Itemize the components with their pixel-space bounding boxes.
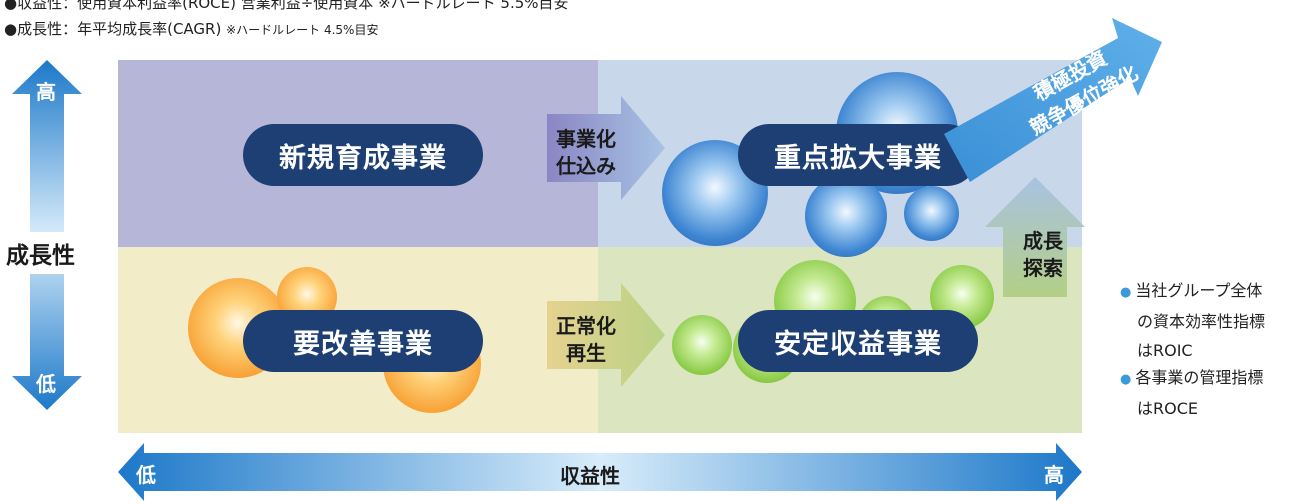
investment-banner-arrow <box>944 18 1162 182</box>
new-business-label: 新規育成事業 <box>243 124 483 186</box>
normalize-arrow <box>547 283 665 387</box>
bullet-icon: ● <box>1120 285 1132 300</box>
bullet-icon: ● <box>1120 372 1132 387</box>
growth-exploration-label: 成長 探索 <box>1023 228 1063 282</box>
side-note-roic: ●当社グループ全体 の資本効率性指標 はROIC <box>1120 276 1265 365</box>
horizontal-axis-arrow <box>118 443 1082 501</box>
green-bubble <box>672 315 732 375</box>
horizontal-low-label: 低 <box>136 463 156 487</box>
vertical-low-label: 低 <box>36 372 56 396</box>
normalize-label: 正常化 再生 <box>556 313 616 367</box>
note-cagr-main: ●成長性：年平均成長率(CAGR) <box>4 20 222 38</box>
side-note-roce: ●各事業の管理指標 はROCE <box>1120 363 1263 423</box>
growth-exploration-line-2: 探索 <box>1023 256 1063 280</box>
note-cagr-hurdle: ※ハードルレート 4.5%目安 <box>226 23 379 37</box>
blue-bubble <box>805 175 887 257</box>
note-cagr: ●成長性：年平均成長率(CAGR) ※ハードルレート 4.5%目安 <box>4 18 378 39</box>
stable-profit-label: 安定収益事業 <box>738 310 978 372</box>
side-note-roic-line-2: の資本効率性指標 <box>1137 312 1266 331</box>
side-note-roce-line-1: 各事業の管理指標 <box>1135 368 1264 387</box>
normalize-line-1: 正常化 <box>556 314 616 338</box>
commercialize-line-2: 仕込み <box>556 154 616 178</box>
needs-improvement-label: 要改善事業 <box>243 310 483 372</box>
commercialize-line-1: 事業化 <box>556 127 616 151</box>
side-note-roic-line-3: はROIC <box>1137 341 1193 360</box>
priority-expansion-label: 重点拡大事業 <box>738 124 978 186</box>
normalize-line-2: 再生 <box>566 341 606 365</box>
growth-exploration-arrow <box>985 177 1085 297</box>
commercialize-label: 事業化 仕込み <box>556 126 616 180</box>
horizontal-high-label: 高 <box>1044 463 1064 487</box>
vertical-high-label: 高 <box>36 80 56 104</box>
vertical-axis-label: 成長性 <box>6 232 106 274</box>
growth-exploration-line-1: 成長 <box>1023 229 1063 253</box>
side-note-roce-line-2: はROCE <box>1137 399 1198 418</box>
commercialize-arrow <box>547 96 665 200</box>
note-roce: ●収益性：使用資本利益率(ROCE) 営業利益÷使用資本 ※ハードルレート 5.… <box>4 0 569 12</box>
blue-bubble <box>904 186 959 241</box>
horizontal-axis-label: 収益性 <box>560 464 620 488</box>
side-note-roic-line-1: 当社グループ全体 <box>1135 281 1263 300</box>
